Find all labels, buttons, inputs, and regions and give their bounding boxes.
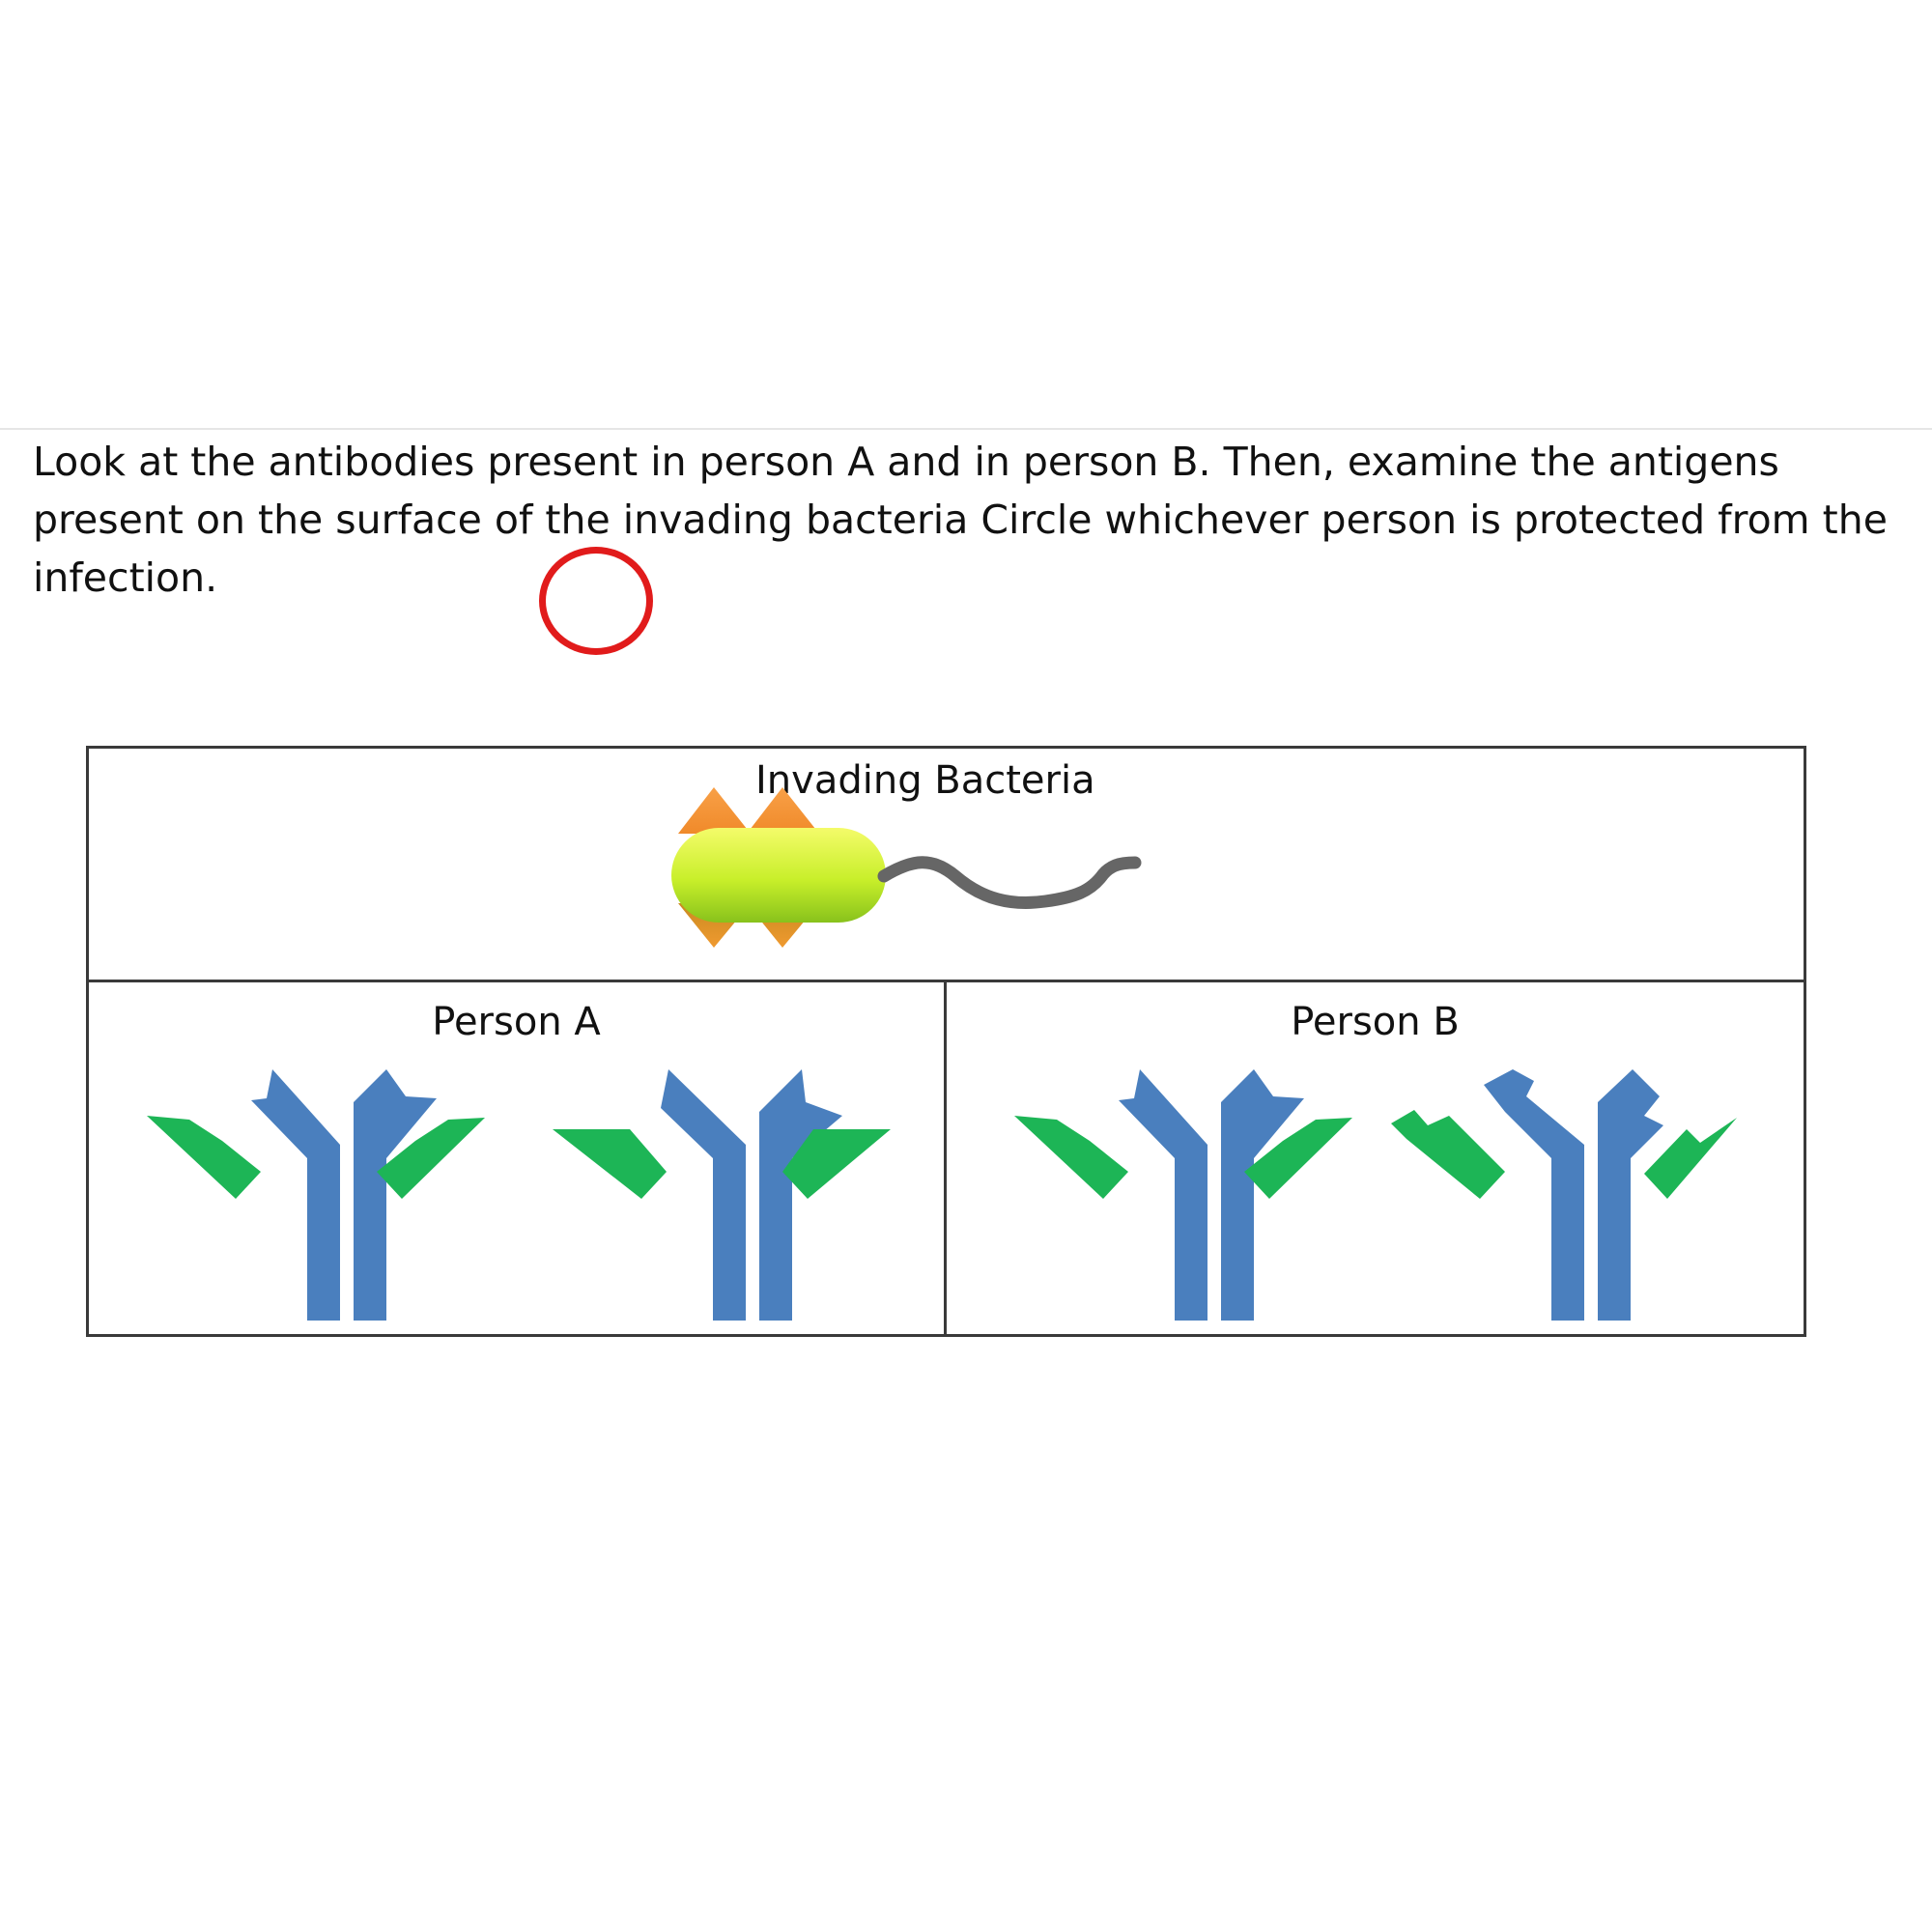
antibody-icon [1014,1069,1352,1321]
antibody-icon [553,1069,891,1321]
person-b-cell[interactable]: Person B [947,982,1804,1334]
question-text: Look at the antibodies present in person… [33,439,1888,601]
bacteria-icon [671,787,1142,948]
person-a-cell[interactable]: Person A [89,982,947,1334]
flagellum [877,856,1142,910]
antigen-top-1 [678,787,751,834]
antibody-icon [1391,1069,1737,1321]
bacteria-label: Invading Bacteria [755,758,1095,803]
person-b-label: Person B [1291,1000,1460,1044]
top-divider [0,428,1932,430]
person-a-label: Person A [432,1000,601,1044]
antibody-icon [147,1069,485,1321]
antigen-top-2 [747,787,819,834]
circle-mark-icon[interactable] [539,547,653,655]
antibody-diagram-table: Invading Bacteria [86,746,1806,1337]
bacteria-row: Invading Bacteria [89,749,1804,982]
bacteria-body [671,828,886,923]
